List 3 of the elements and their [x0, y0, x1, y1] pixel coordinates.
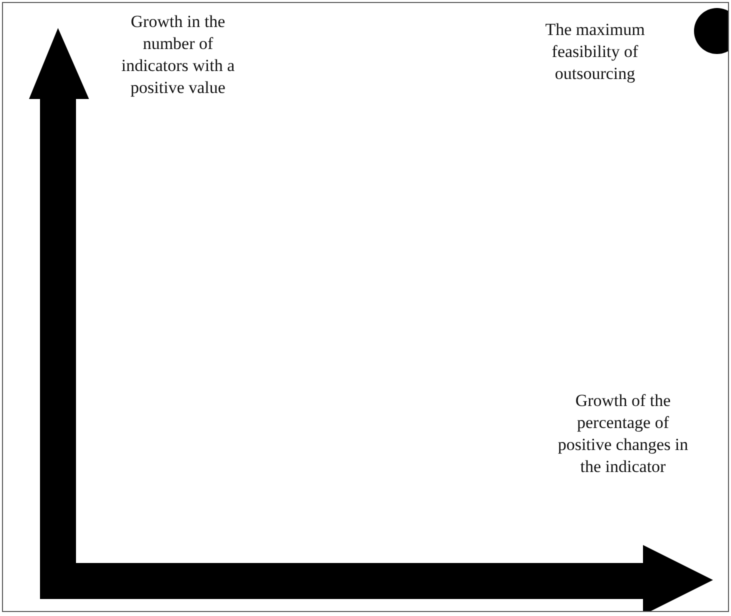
axis-label: Growth of the percentage of positive changes in the indicator — [556, 390, 690, 478]
point-label: The maximum feasibility of outsourcing — [544, 19, 646, 85]
axis-label: Growth in the number of indicators with a positive value — [120, 11, 236, 99]
